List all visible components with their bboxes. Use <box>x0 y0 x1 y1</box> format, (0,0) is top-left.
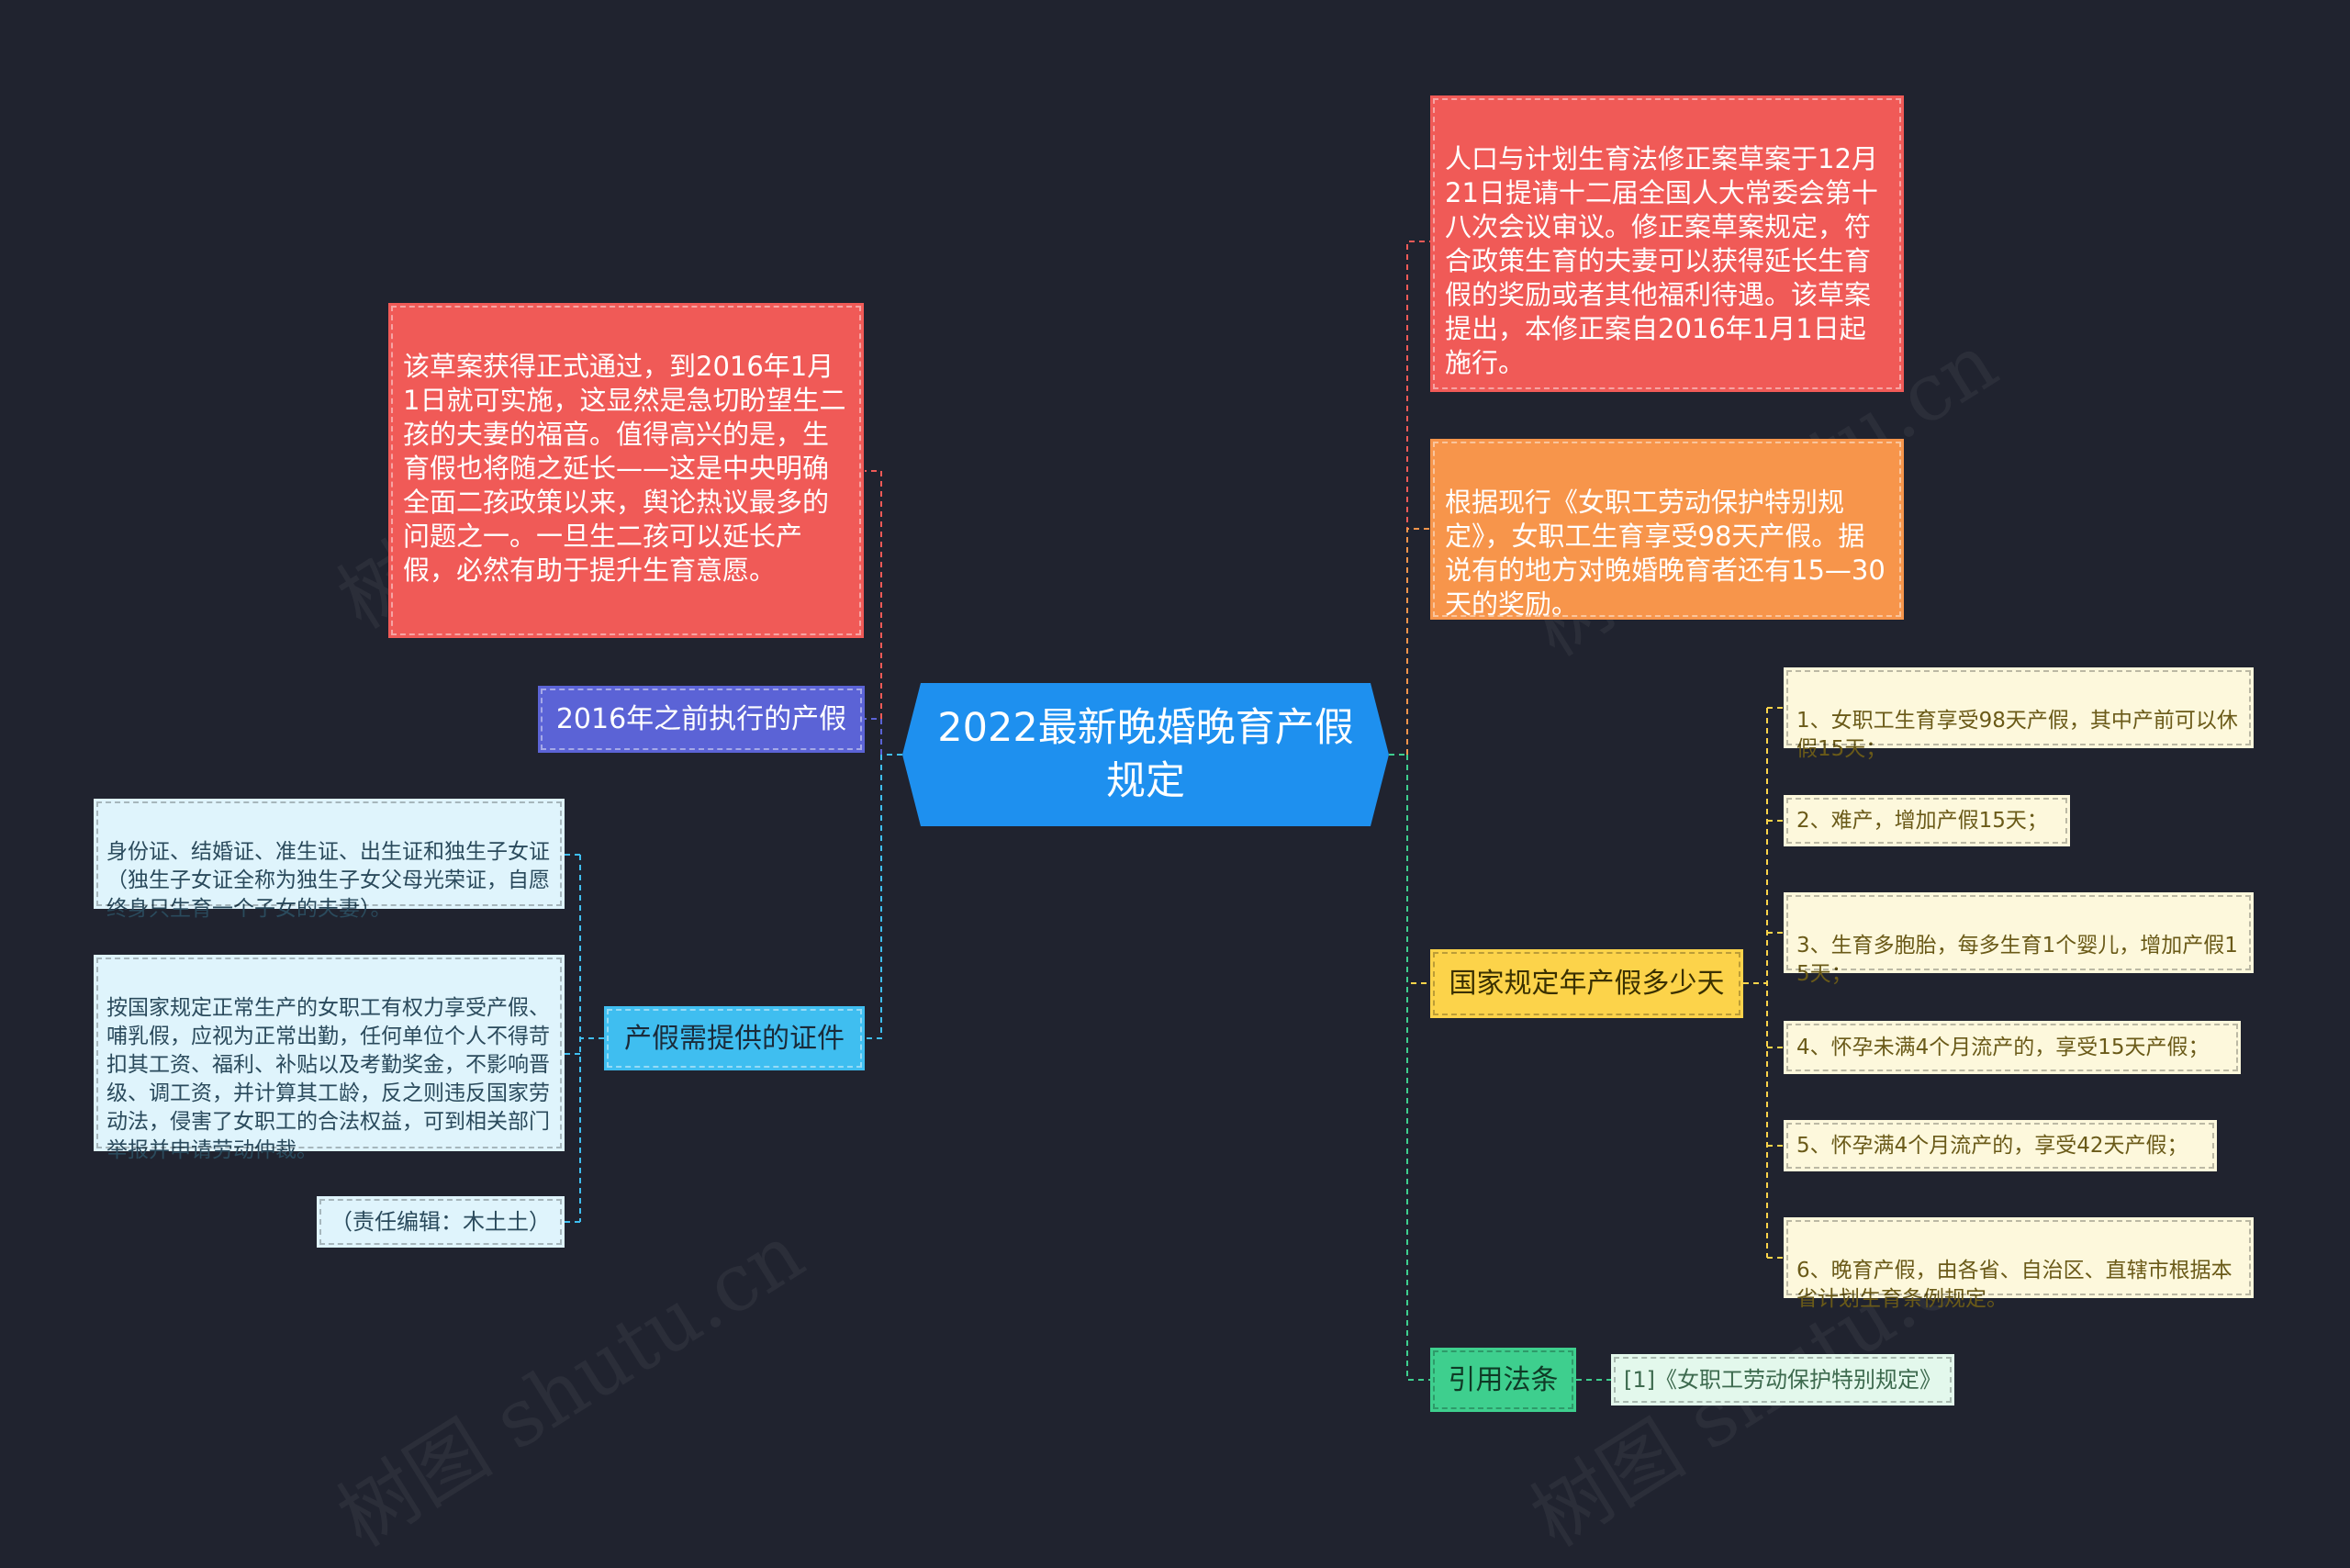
national-topic-label: 国家规定年产假多少天 <box>1449 968 1725 1000</box>
amendment-note-text: 人口与计划生育法修正案草案于12月21日提请十二届全国人大常委会第十八次会议审议… <box>1445 143 1878 378</box>
amendment-note[interactable]: 人口与计划生育法修正案草案于12月21日提请十二届全国人大常委会第十八次会议审议… <box>1430 95 1904 392</box>
pre2016-note[interactable]: 该草案获得正式通过，到2016年1月1日就可实施，这显然是急切盼望生二孩的夫妻的… <box>388 303 864 638</box>
connector-national-spine <box>1743 708 1768 1258</box>
connector-pre2016-note <box>865 470 882 719</box>
connector-right-amendment <box>1406 241 1430 755</box>
law-item[interactable]: [1]《女职工劳动保护特别规定》 <box>1611 1354 1954 1406</box>
national-item-4-text: 4、怀孕未满4个月流产的，享受15天产假； <box>1796 1035 2210 1059</box>
documents-item-2-text: 按国家规定正常生产的女职工有权力享受产假、哺乳假，应视为正常出勤，任何单位个人不… <box>106 996 550 1162</box>
pre2016-note-text: 该草案获得正式通过，到2016年1月1日就可实施，这显然是急切盼望生二孩的夫妻的… <box>403 351 846 586</box>
documents-item-1[interactable]: 身份证、结婚证、准生证、出生证和独生子女证（独生子女证全称为独生子女父母光荣证，… <box>94 799 565 921</box>
national-item-3-text: 3、生育多胞胎，每多生育1个婴儿，增加产假15天； <box>1796 934 2238 986</box>
connector-left-pre2016 <box>865 718 882 755</box>
documents-item-2[interactable]: 按国家规定正常生产的女职工有权力享受产假、哺乳假，应视为正常出勤，任何单位个人不… <box>94 955 565 1162</box>
national-item-2-text: 2、难产，增加产假15天； <box>1796 808 2048 833</box>
central-topic[interactable]: 2022最新晚婚晚育产假规定 <box>902 683 1389 826</box>
documents-item-3[interactable]: （责任编辑：木土土） <box>317 1196 565 1248</box>
connector-left-documents <box>865 755 882 1039</box>
national-item-6[interactable]: 6、晚育产假，由各省、自治区、直辖市根据本省计划生育条例规定。 <box>1784 1217 2254 1311</box>
pre2016-topic[interactable]: 2016年之前执行的产假 <box>538 686 865 753</box>
national-topic[interactable]: 国家规定年产假多少天 <box>1430 949 1743 1018</box>
national-item-4[interactable]: 4、怀孕未满4个月流产的，享受15天产假； <box>1784 1021 2241 1074</box>
documents-topic-label: 产假需提供的证件 <box>624 1022 845 1055</box>
law-topic-label: 引用法条 <box>1448 1363 1559 1396</box>
national-item-6-text: 6、晚育产假，由各省、自治区、直辖市根据本省计划生育条例规定。 <box>1796 1259 2232 1311</box>
connector-right-national <box>1406 755 1430 984</box>
connector-right-current <box>1406 528 1430 755</box>
documents-topic[interactable]: 产假需提供的证件 <box>604 1006 865 1070</box>
law-topic[interactable]: 引用法条 <box>1430 1348 1576 1412</box>
national-item-1-text: 1、女职工生育享受98天产假，其中产前可以休假15天； <box>1796 709 2238 761</box>
national-item-1[interactable]: 1、女职工生育享受98天产假，其中产前可以休假15天； <box>1784 667 2254 761</box>
current-rule-note[interactable]: 根据现行《女职工劳动保护特别规定》，女职工生育享受98天产假。据说有的地方对晚婚… <box>1430 439 1904 620</box>
connector-right-law <box>1406 755 1430 1381</box>
current-rule-note-text: 根据现行《女职工劳动保护特别规定》，女职工生育享受98天产假。据说有的地方对晚婚… <box>1445 487 1886 620</box>
law-item-text: [1]《女职工劳动保护特别规定》 <box>1624 1367 1942 1393</box>
documents-item-1-text: 身份证、结婚证、准生证、出生证和独生子女证（独生子女证全称为独生子女父母光荣证，… <box>106 840 550 921</box>
connector-lines <box>565 241 1784 1381</box>
pre2016-topic-label: 2016年之前执行的产假 <box>555 703 847 735</box>
central-topic-title: 2022最新晚婚晚育产假规定 <box>937 705 1354 804</box>
documents-item-3-text: （责任编辑：木土土） <box>330 1209 551 1235</box>
national-item-5[interactable]: 5、怀孕满4个月流产的，享受42天产假； <box>1784 1120 2217 1171</box>
connector-documents-spine <box>579 855 604 1222</box>
national-item-3[interactable]: 3、生育多胞胎，每多生育1个婴儿，增加产假15天； <box>1784 892 2254 986</box>
national-item-2[interactable]: 2、难产，增加产假15天； <box>1784 795 2070 846</box>
national-item-5-text: 5、怀孕满4个月流产的，享受42天产假； <box>1796 1133 2188 1158</box>
